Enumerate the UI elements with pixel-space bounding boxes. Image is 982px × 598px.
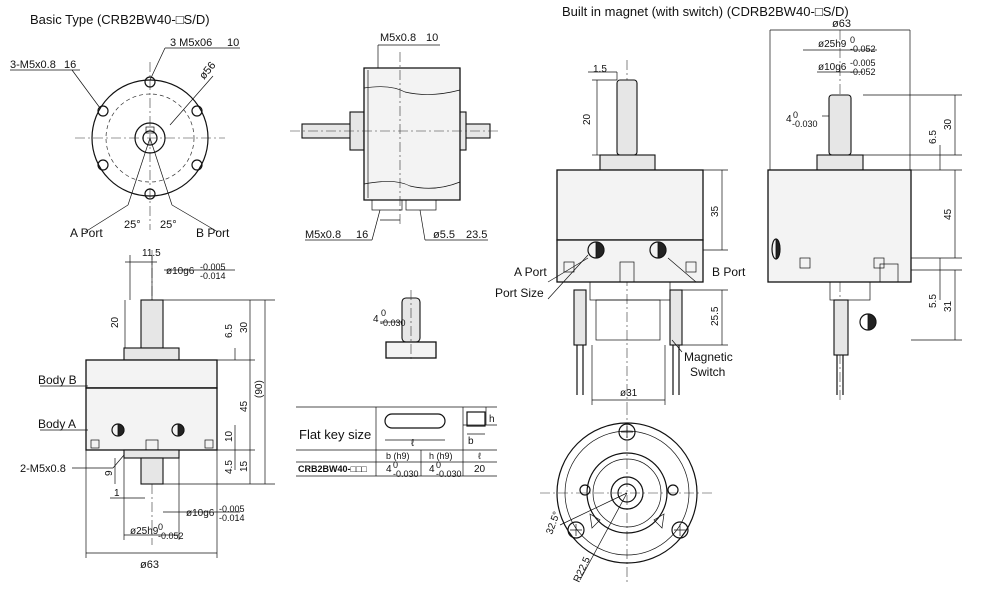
magnet-side-view [767,29,962,400]
dim-30: 30 [239,321,250,333]
b-tol-lower: -0.030 [393,469,419,479]
magnet-front-view [547,60,728,405]
col-l-header: ℓ [478,451,482,461]
title-magnet-type: Built in magnet (with switch) (CDRB2BW40… [562,4,849,19]
basic-side-view [40,250,275,558]
magnetic-switch-line1: Magnetic [684,350,733,364]
dia25-tol-lower: -0.052 [158,531,184,541]
mag-a-port: A Port [514,265,547,279]
l-value: 20 [474,464,486,475]
body-a-label: Body A [38,417,76,431]
dim-11-5: 11.5 [142,248,161,259]
m5x08-depth: 16 [64,59,76,71]
flat-key-title: Flat key size [299,427,371,442]
mag-side-dia25-tol-upper: 0 [850,35,855,45]
mag-dim-35: 35 [710,205,721,217]
shaft-top-tol-upper: -0.005 [200,262,226,272]
mag-b-port: B Port [712,265,746,279]
mag-side-dim-6-5: 6.5 [928,130,939,144]
fig-l-label: ℓ [411,438,415,449]
key-width: 4 [373,314,379,325]
side-bottom-m5-label: M5x0.8 [305,229,341,241]
dia63-label: ø63 [140,559,159,571]
dia25-label: ø25h9 [130,526,159,537]
key-tol-lower: -0.030 [380,318,406,328]
m5x08-label: 3-M5x0.8 [10,59,56,71]
mag-side-dim-31: 31 [943,300,954,312]
fig-h-label: h [489,414,495,425]
m5x06-depth: 10 [227,37,239,49]
b-tol-upper: 0 [393,460,398,470]
mag-side-dim-45: 45 [943,208,954,220]
shaft-top-tol-lower: -0.014 [200,271,226,281]
b-value: 4 [386,464,392,475]
mag-bottom-radius: R22.5 [572,555,593,584]
shaft-bottom-tol-upper: -0.005 [219,504,245,514]
col-h-header: h (h9) [429,451,453,461]
dim-10: 10 [224,430,235,442]
dim-1: 1 [114,488,120,499]
side-top-m5-label: M5x0.8 [380,32,416,44]
b-port-label: B Port [196,226,230,240]
dim-45: 45 [239,400,250,412]
basic-side-view-top [290,44,500,241]
mag-bottom-angle: 32.5° [544,510,562,536]
dia56-label: ø56 [197,60,218,82]
m5x06-label: 3 M5x06 [170,37,212,49]
mag-side-dia10: ø10g6 [818,62,847,73]
shaft-bottom-dia: ø10g6 [186,508,215,519]
shaft-top-dia: ø10g6 [166,266,195,277]
mag-side-dia63: ø63 [832,18,851,30]
mag-dim-20: 20 [582,113,593,125]
body-b-label: Body B [38,373,77,387]
mag-dim-1-5: 1.5 [593,64,607,75]
mag-side-dia10-tol-upper: -0.005 [850,58,876,68]
dim-15: 15 [239,460,250,472]
mag-side-dim-30: 30 [943,118,954,130]
shaft-bottom-tol-lower: -0.014 [219,513,245,523]
dim-6-5: 6.5 [224,324,235,338]
mag-port-size: Port Size [495,286,544,300]
title-basic-type: Basic Type (CRB2BW40-□S/D) [30,12,210,27]
mag-side-dia25: ø25h9 [818,39,847,50]
a-port-label: A Port [70,226,103,240]
angle-left-label: 25° [124,219,141,231]
mag-dim-25-5: 25.5 [710,306,721,326]
mag-side-dia25-tol-lower: -0.052 [850,44,876,54]
angle-right-label: 25° [160,219,177,231]
dim-9: 9 [104,470,115,476]
model-cell: CRB2BW40-□□□ [298,464,367,474]
key-tol-upper: 0 [381,308,386,318]
dia25-tol-upper: 0 [158,522,163,532]
side-top-m5-depth: 10 [426,32,438,44]
mag-side-dim-5-5: 5.5 [928,294,939,308]
mag-side-dia10-tol-lower: -0.052 [850,67,876,77]
magnet-bottom-view [540,405,715,585]
side-bottom-m5-depth: 16 [356,229,368,241]
dia55-depth: 23.5 [466,229,487,241]
dia55-label: ø5.5 [433,229,455,241]
mag-side-key-tol-lower: -0.030 [792,119,818,129]
mag-side-key-tol-upper: 0 [793,110,798,120]
key-detail [380,290,437,362]
col-b-header: b (h9) [386,451,410,461]
h-tol-lower: -0.030 [436,469,462,479]
h-value: 4 [429,464,435,475]
dim-90: (90) [254,380,265,398]
dim-20: 20 [110,316,121,328]
mag-dia31: ø31 [620,388,638,399]
mag-side-key-w: 4 [786,114,792,125]
dim-4-5: 4.5 [224,460,235,474]
magnetic-switch-line2: Switch [690,365,725,379]
bottom-m5-label: 2-M5x0.8 [20,463,66,475]
flat-key-table [296,406,497,477]
basic-front-view [10,47,240,233]
fig-b-label: b [468,436,474,447]
h-tol-upper: 0 [436,460,441,470]
